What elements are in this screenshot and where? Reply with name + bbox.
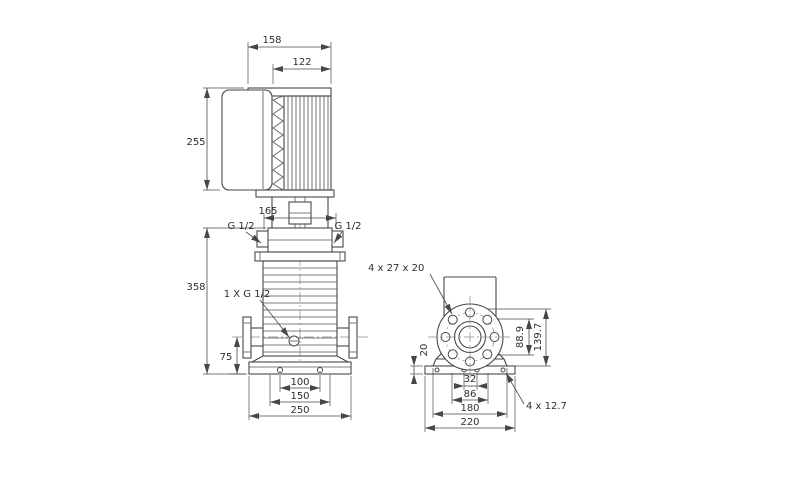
flange-holes-label: 4 x 27 x 20 <box>368 263 424 274</box>
drain-leader <box>259 299 290 338</box>
bolt-hole <box>482 349 493 360</box>
dim-port-height-text: 75 <box>220 352 233 363</box>
port-right-leader <box>333 231 343 244</box>
head-flange <box>254 251 346 262</box>
stack-lines <box>263 267 337 353</box>
dim-base-holes-text: 100 <box>290 377 309 388</box>
dim-slot-spacing-text: 32 <box>464 374 477 385</box>
dim-port-spacing-text: 165 <box>258 206 277 217</box>
dim-base-width-side-text: 220 <box>460 417 479 428</box>
flange-left <box>242 316 252 359</box>
stack-outline <box>262 260 338 357</box>
front-view: 158 122 255 358 165 G 1/2 G 1/2 1 <box>186 35 368 420</box>
side-ports <box>242 316 358 359</box>
drain-port-label: 1 X G 1/2 <box>224 289 271 300</box>
motor <box>221 87 335 198</box>
bolt-hole <box>447 349 458 360</box>
side-base-hole-left <box>434 367 440 373</box>
port-right-label: G 1/2 <box>334 221 361 232</box>
pump-base <box>248 355 352 375</box>
terminal-box <box>221 89 273 191</box>
motor-fins <box>287 96 329 190</box>
fin-profile-zigzag <box>272 95 284 191</box>
side-view: 4 x 27 x 20 88.9 139.7 20 32 <box>368 263 567 432</box>
base-plate <box>248 361 352 375</box>
base-hole-right <box>317 367 323 373</box>
base-holes-leader <box>505 372 525 405</box>
dim-pump-height-text: 358 <box>186 282 205 293</box>
dim-motor-width-text: 122 <box>292 57 311 68</box>
flange-holes-leader <box>429 273 453 315</box>
suction-flange <box>428 296 512 382</box>
dim-foot-width-text: 150 <box>290 391 309 402</box>
pump-head <box>254 227 346 262</box>
dim-top-width-text: 158 <box>262 35 281 46</box>
motor-stool <box>271 197 329 228</box>
bolt-hole <box>482 314 493 325</box>
flange-right <box>348 316 358 359</box>
bolt-hole <box>447 314 458 325</box>
side-base-hole-right <box>500 367 506 373</box>
side-dimensions: 4 x 27 x 20 88.9 139.7 20 32 <box>368 263 567 432</box>
chamber-stack <box>262 260 338 357</box>
dim-motor-height-text: 255 <box>186 137 205 148</box>
base-holes-label: 4 x 12.7 <box>526 401 567 412</box>
dim-plate-thickness-text: 20 <box>419 344 430 357</box>
dim-raised-face-text: 88.9 <box>515 326 526 348</box>
front-dimensions: 158 122 255 358 165 G 1/2 G 1/2 1 <box>186 35 362 420</box>
motor-flange <box>255 189 335 198</box>
dim-bolt-circle-text: 139.7 <box>533 323 544 352</box>
port-left-leader <box>245 231 262 244</box>
base-hole-left <box>277 367 283 373</box>
dim-base-width-text: 250 <box>290 405 309 416</box>
dim-slot-outer-text: 86 <box>464 389 477 400</box>
port-left-label: G 1/2 <box>227 221 254 232</box>
dim-foot-width-side-text: 180 <box>460 403 479 414</box>
